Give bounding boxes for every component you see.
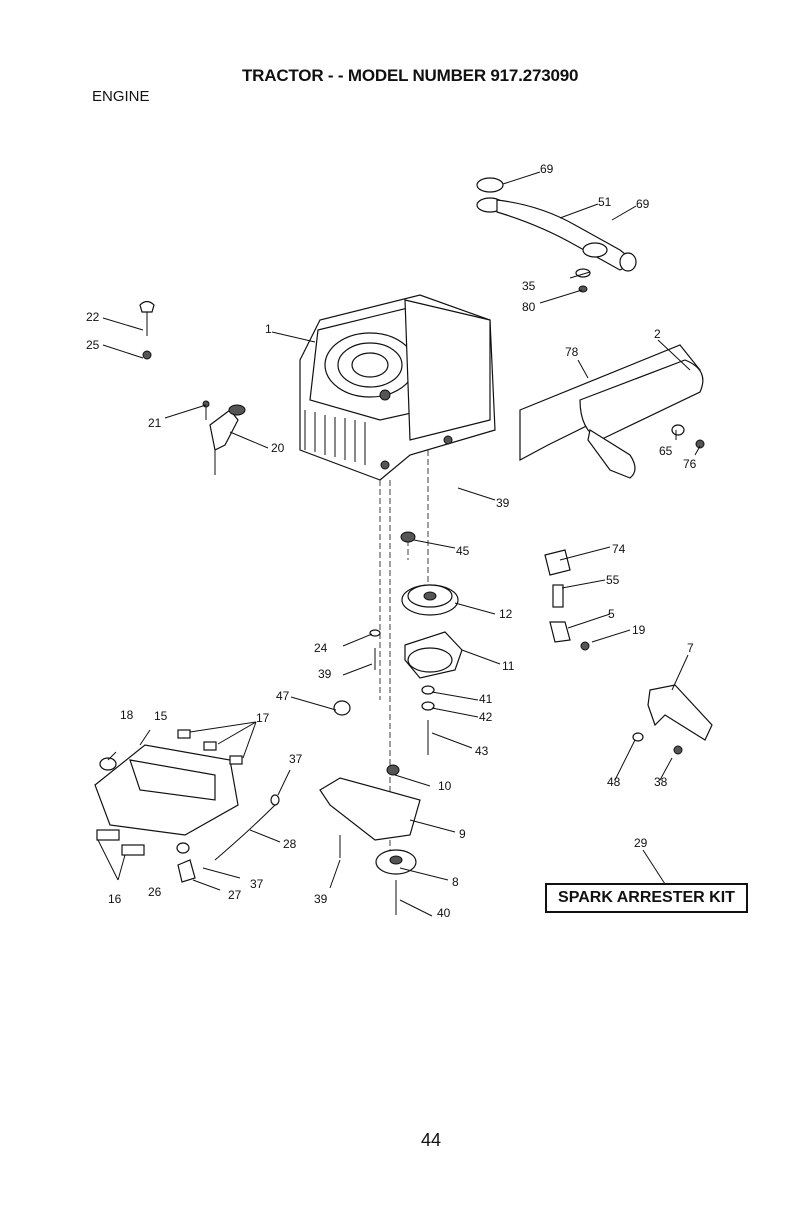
callout: 11: [502, 659, 515, 673]
callout: 12: [499, 607, 513, 621]
idler-bracket: [320, 765, 420, 915]
callout: 20: [271, 441, 285, 455]
callout: 8: [452, 875, 459, 889]
callout: 37: [250, 877, 264, 891]
engine-base: [95, 730, 279, 882]
callout: 39: [318, 667, 332, 681]
callout: 38: [654, 775, 668, 789]
callout: 1: [265, 322, 272, 336]
callout: 10: [438, 779, 452, 793]
callout: 21: [148, 416, 162, 430]
callout: 48: [607, 775, 621, 789]
callout: 16: [108, 892, 122, 906]
callout: 69: [636, 197, 650, 211]
throttle-control: [203, 401, 245, 475]
callout: 55: [606, 573, 620, 587]
callout: 45: [456, 544, 470, 558]
callout: 78: [565, 345, 579, 359]
callout: 24: [314, 641, 328, 655]
callout: 41: [479, 692, 493, 706]
engine-block: [300, 295, 495, 480]
pulley-assembly: [370, 532, 462, 755]
callout: 35: [522, 279, 536, 293]
muffler: [520, 345, 704, 478]
callout: 43: [475, 744, 489, 758]
callout: 74: [612, 542, 626, 556]
callout: 19: [632, 623, 646, 637]
callout: 65: [659, 444, 673, 458]
callout: 28: [283, 837, 297, 851]
callout: 29: [634, 836, 648, 850]
callout: 2: [654, 327, 661, 341]
callout: 39: [496, 496, 510, 510]
callout: 39: [314, 892, 328, 906]
callout: 5: [608, 607, 615, 621]
exhaust-pipe: [477, 178, 636, 292]
page-number: 44: [421, 1130, 441, 1151]
callout: 7: [687, 641, 694, 655]
callout: 37: [289, 752, 303, 766]
callout: 47: [276, 689, 290, 703]
callout: 9: [459, 827, 466, 841]
callout: 17: [256, 711, 270, 725]
callout: 51: [598, 195, 612, 209]
callout: 22: [86, 310, 100, 324]
callout: 15: [154, 709, 168, 723]
callout: 27: [228, 888, 242, 902]
oil-drain-parts: [545, 550, 589, 650]
callout: 40: [437, 906, 451, 920]
callout: 42: [479, 710, 493, 724]
spark-arrester-kit-label: SPARK ARRESTER KIT: [545, 883, 748, 913]
callout: 69: [540, 162, 554, 176]
muffler-bracket: [633, 685, 712, 754]
callout: 80: [522, 300, 536, 314]
callout: 76: [683, 457, 697, 471]
callout: 26: [148, 885, 162, 899]
callout: 18: [120, 708, 134, 722]
callout: 25: [86, 338, 100, 352]
